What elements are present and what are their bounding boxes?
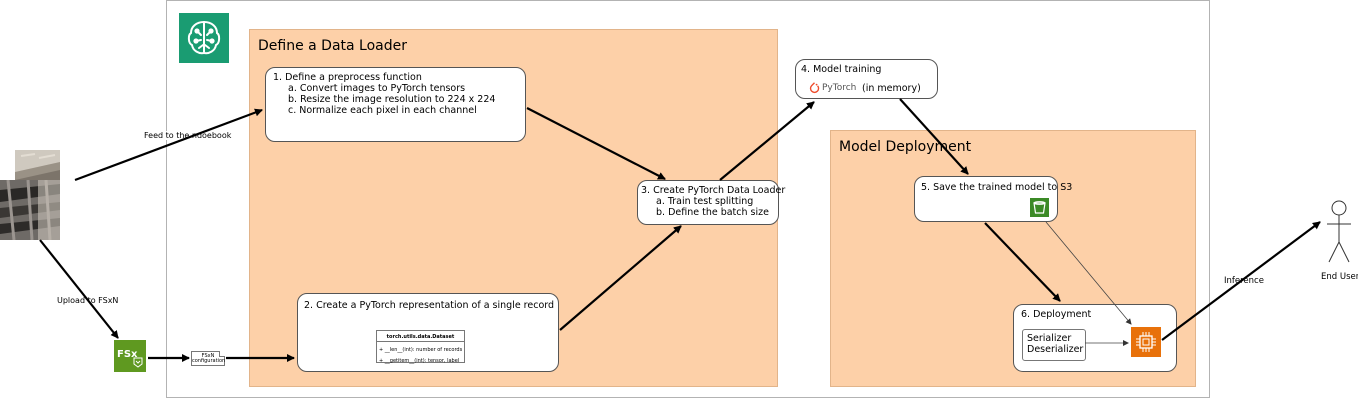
pytorch-label: PyTorch — [822, 83, 857, 93]
serializer-label: Serializer — [1027, 333, 1072, 344]
data-loader-group-title: Define a Data Loader — [258, 38, 408, 54]
pytorch-icon — [809, 82, 820, 94]
representation-to-loader-arrow — [559, 225, 682, 331]
representation-step-box: 2. Create a PyTorch representation of a … — [297, 293, 559, 372]
dataloader-step-box: 3. Create PyTorch Data Loader a. Train t… — [637, 180, 785, 225]
workflow-frame — [166, 0, 1210, 398]
representation-step-title: 2. Create a PyTorch representation of a … — [304, 300, 555, 311]
preprocess-step-item: a. Convert images to PyTorch tensors — [288, 83, 466, 94]
upload-arrow — [39, 239, 119, 339]
s3-bucket-icon — [1030, 198, 1049, 217]
deployment-step-title: 6. Deployment — [1021, 309, 1092, 320]
preprocess-step-box: 1. Define a preprocess function a. Conve… — [265, 67, 526, 142]
s3-to-ec2-connector — [1045, 221, 1132, 325]
fsxn-config-line: configuration — [192, 358, 226, 364]
end-user-icon — [1325, 200, 1353, 265]
fsxn-config-document: FSxN configuration — [191, 351, 225, 366]
end-user-label: End User — [1321, 272, 1358, 282]
dataset-class-method: + __len__(int): number of records — [379, 347, 463, 353]
preprocess-step-title: 1. Define a preprocess function — [273, 72, 422, 83]
dataloader-step-item: b. Define the batch size — [656, 207, 769, 218]
preprocess-step-item: b. Resize the image resolution to 224 x … — [288, 94, 496, 105]
preprocess-to-loader-arrow — [526, 107, 666, 180]
dataset-class-diagram: torch.utils.data.Dataset + __len__(int):… — [376, 330, 465, 364]
fsxn-config-line: FSxN — [201, 353, 215, 359]
loader-to-training-arrow — [719, 101, 815, 181]
save-model-step-title: 5. Save the trained model to S3 — [921, 182, 1073, 193]
feed-arrow — [74, 108, 263, 182]
dataloader-step-title: 3. Create PyTorch Data Loader — [641, 185, 786, 196]
training-step-box: 4. Model training PyTorch (in memory) — [795, 59, 938, 99]
model-deployment-group-title: Model Deployment — [839, 139, 972, 155]
inference-arrow — [1161, 221, 1321, 341]
feed-edge-label: Feed to the ndoebook — [144, 131, 232, 140]
save-to-deployment-arrow — [984, 222, 1061, 302]
inference-edge-label: Inference — [1224, 276, 1264, 286]
dataset-class-name: torch.utils.data.Dataset — [377, 331, 464, 342]
training-to-save-arrow — [899, 98, 969, 175]
deserializer-label: Deserializer — [1027, 344, 1084, 355]
dataset-class-method: + __getitem__(int): tensor, label — [379, 358, 460, 364]
ec2-instance-icon — [1131, 327, 1161, 357]
sagemaker-icon — [179, 13, 229, 63]
serializer-box: Serializer Deserializer — [1022, 329, 1086, 361]
training-step-title: 4. Model training — [801, 64, 882, 75]
dataloader-step-item: a. Train test splitting — [656, 196, 754, 207]
fsx-icon: FSx — [114, 340, 146, 372]
tire-image-bottom — [0, 180, 60, 240]
save-model-step-box: 5. Save the trained model to S3 — [914, 176, 1072, 222]
training-note: (in memory) — [862, 83, 921, 94]
preprocess-step-item: c. Normalize each pixel in each channel — [288, 105, 477, 116]
fsx-logo-text: FSx — [117, 349, 138, 360]
deployment-step-box: 6. Deployment Serializer Deserializer — [1013, 304, 1177, 372]
